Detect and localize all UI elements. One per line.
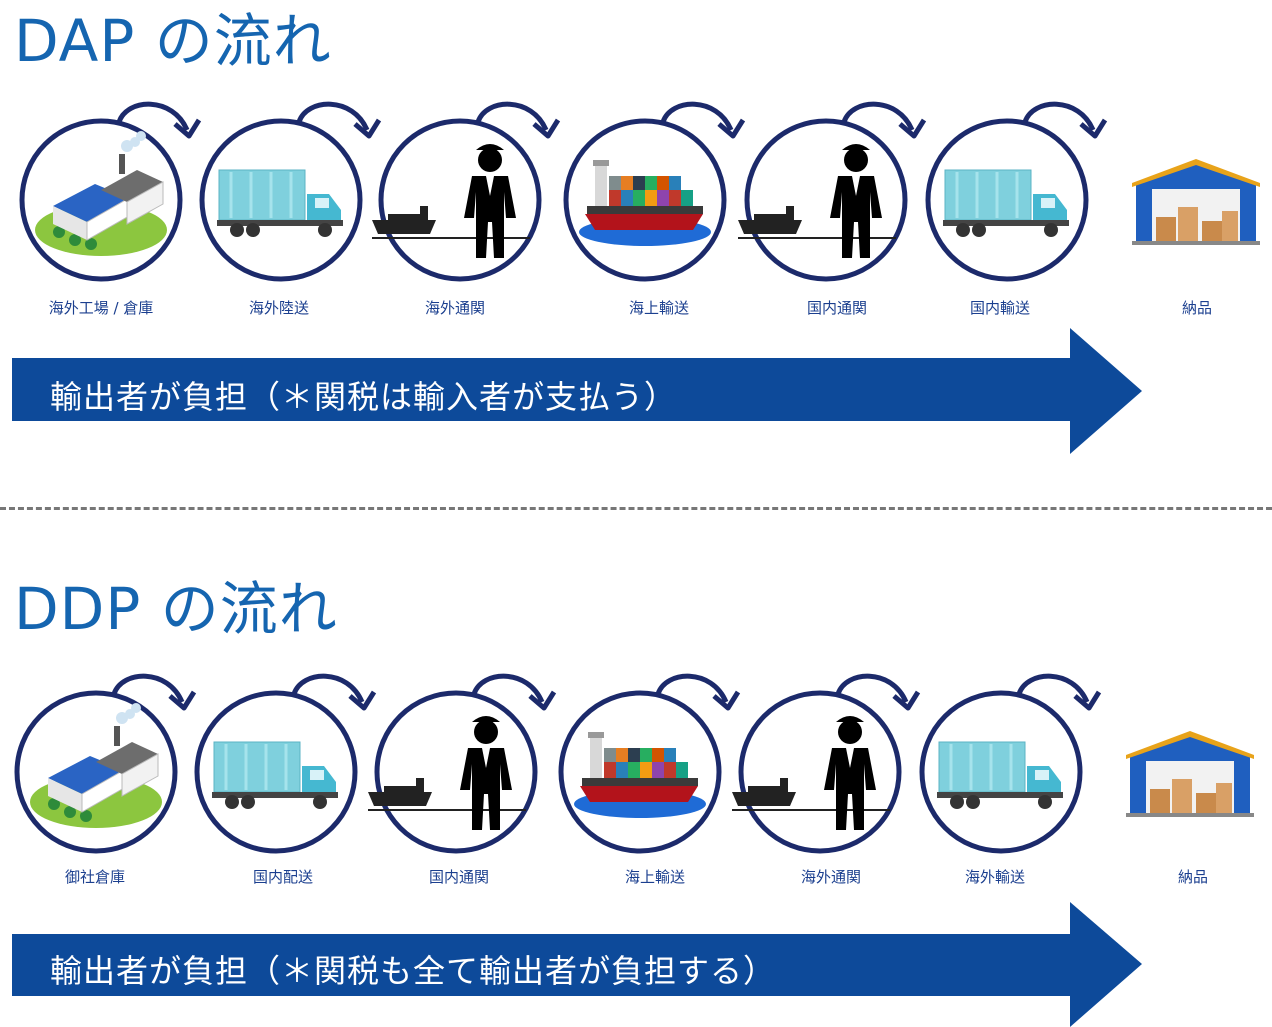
dap-band-text: 輸出者が負担（＊関税は輸入者が支払う） [50,378,678,416]
flow-step [194,673,377,854]
arrow-head [712,690,741,711]
dap-responsibility-arrow [12,328,1142,454]
ddp-step-label: 海外輸送 [964,868,1025,886]
ddp-step-label: 国内配送 [252,868,313,886]
customs-officer-icon [368,716,526,830]
step-circle [378,118,542,282]
next-step-arrow [1016,673,1090,704]
arrow-head [717,118,746,139]
flow-step [925,101,1108,282]
warehouse-icon [1126,731,1254,817]
next-step-arrow [835,673,909,704]
next-step-arrow [1022,101,1096,132]
dap-title: DAP の流れ [14,7,332,75]
ddp-flow-icons [14,673,1254,854]
arrow-head [892,690,921,711]
dap-step-label: 納品 [1181,299,1212,317]
flow-step [738,101,927,282]
dap-step-label: 海外工場 / 倉庫 [48,299,154,317]
ddp-step-label: 国内通関 [428,868,489,886]
flow-step [1132,159,1260,245]
ddp-step-label: 御社倉庫 [64,868,125,886]
step-circle [744,118,908,282]
next-step-arrow [841,101,915,132]
arrow-head [898,118,927,139]
arrow-head [532,118,561,139]
next-step-arrow [475,101,549,132]
flow-step [1126,731,1254,817]
next-step-arrow [291,673,365,704]
arrow-head [168,690,197,711]
flow-step [199,101,382,282]
customs-officer-icon [738,144,896,258]
truck-icon [937,741,1063,809]
dap-step-label: 海上輸送 [628,299,689,317]
flow-step [732,673,921,854]
arrow-head [1073,690,1102,711]
dap-step-label: 国内輸送 [969,299,1030,317]
step-circle [738,690,902,854]
section-divider [0,507,1272,510]
next-step-arrow [111,673,185,704]
truck-icon [217,169,343,237]
ddp-band-text: 輸出者が負担（＊関税も全て輸出者が負担する） [50,952,777,990]
ddp-step-label: 海上輸送 [624,868,685,886]
arrow-head [353,118,382,139]
customs-officer-icon [372,144,530,258]
ddp-responsibility-arrow [12,902,1142,1027]
arrow-head [348,690,377,711]
flow-step [919,673,1102,854]
arrow-head [173,118,202,139]
flow-step [563,101,746,282]
dap-step-label: 海外通関 [424,299,485,317]
factory-icon [30,703,162,828]
container-ship-icon [579,160,711,246]
arrow-head [1079,118,1108,139]
container-ship-icon [574,732,706,818]
truck-icon [212,741,338,809]
dap-step-label: 国内通関 [806,299,867,317]
arrow-head [528,690,557,711]
flow-step [558,673,741,854]
flow-step [372,101,561,282]
next-step-arrow [655,673,729,704]
next-step-arrow [660,101,734,132]
next-step-arrow [296,101,370,132]
ddp-step-label: 納品 [1177,868,1208,886]
next-step-arrow [471,673,545,704]
warehouse-icon [1132,159,1260,245]
flow-step [14,673,197,854]
dap-step-label: 海外陸送 [248,299,309,317]
customs-officer-icon [732,716,890,830]
next-step-arrow [116,101,190,132]
flow-step [19,101,202,282]
step-circle [374,690,538,854]
ddp-step-label: 海外通関 [800,868,861,886]
ddp-title: DDP の流れ [14,575,338,643]
dap-flow-icons [19,101,1260,282]
factory-icon [35,131,167,256]
truck-icon [943,169,1069,237]
flow-step [368,673,557,854]
